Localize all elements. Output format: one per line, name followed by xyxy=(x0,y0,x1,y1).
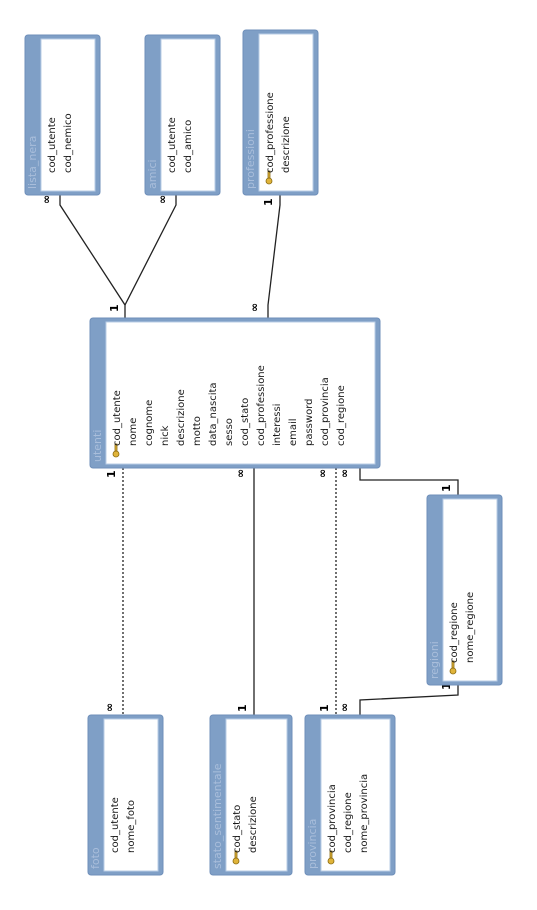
field-name: nome_foto xyxy=(126,800,137,853)
table-title: utenti xyxy=(91,430,104,462)
field-name: cod_provincia xyxy=(320,377,331,446)
field-list-panel xyxy=(320,718,391,872)
cardinality-many: ∞ xyxy=(316,469,329,478)
field-list-panel xyxy=(40,38,96,192)
field-name: descrizione xyxy=(176,389,187,446)
cardinality-one: 1 xyxy=(236,704,249,712)
relationship-line xyxy=(267,195,281,318)
field-name: motto xyxy=(192,416,203,446)
table-title: amici xyxy=(146,159,159,189)
relationship-regioni-utenti: 1∞ xyxy=(338,468,459,495)
field-name: cod_utente xyxy=(47,117,58,173)
relationship-line xyxy=(59,195,126,318)
table-title: provincia xyxy=(306,819,319,869)
relationship-stato-utenti: 1∞ xyxy=(234,468,255,715)
cardinality-one: 1 xyxy=(318,704,331,712)
table-title: regioni xyxy=(428,641,441,679)
field-name: nome xyxy=(128,418,139,446)
cardinality-many: ∞ xyxy=(40,195,53,204)
field-list-panel xyxy=(105,321,376,465)
field-name: cognome xyxy=(144,400,155,446)
field-name: nome_regione xyxy=(465,592,476,663)
field-name: password xyxy=(304,399,315,446)
field-name: cod_stato xyxy=(240,398,251,446)
field-list-panel xyxy=(103,718,159,872)
table-lista-nera[interactable]: lista_nera cod_utente cod_nemico xyxy=(24,34,101,196)
field-name: cod_utente xyxy=(112,390,123,446)
field-name: cod_nemico xyxy=(63,113,74,173)
primary-key-icon xyxy=(449,660,457,675)
primary-key-icon xyxy=(232,850,240,865)
field-list-panel xyxy=(160,38,216,192)
field-name: cod_utente xyxy=(110,797,121,853)
table-stato-sentimentale[interactable]: stato_sentimentale cod_stato descrizione xyxy=(209,714,293,876)
cardinality-one: 1 xyxy=(105,470,118,478)
field-list-panel xyxy=(442,498,498,682)
primary-key-icon xyxy=(265,170,273,185)
field-name: data_nascita xyxy=(208,382,219,446)
cardinality-many: ∞ xyxy=(234,469,247,478)
field-list-panel xyxy=(258,33,314,192)
table-regioni[interactable]: regioni cod_regione nome_regione xyxy=(426,494,503,686)
cardinality-many: ∞ xyxy=(338,469,351,478)
table-foto[interactable]: foto cod_utente nome_foto xyxy=(87,714,164,876)
field-name: cod_professione xyxy=(265,92,276,173)
field-list-panel xyxy=(225,718,288,872)
table-provincia[interactable]: provincia cod_provincia cod_regione nome_pr… xyxy=(304,714,396,876)
field-name: interessi xyxy=(272,404,283,446)
cardinality-one: 1 xyxy=(108,304,121,312)
field-name: cod_utente xyxy=(167,117,178,173)
field-name: sesso xyxy=(224,418,235,446)
field-name: cod_provincia xyxy=(327,784,338,853)
cardinality-many: ∞ xyxy=(156,195,169,204)
field-name: cod_professione xyxy=(256,365,267,446)
relationship-professioni-utenti: 1∞ xyxy=(248,195,281,318)
field-name: cod_regione xyxy=(343,792,354,853)
cardinality-many: ∞ xyxy=(338,703,351,712)
relationship-utenti-amici: ∞ xyxy=(124,195,177,306)
relationship-utenti-foto: 1∞ xyxy=(103,468,124,715)
field-name: nome_provincia xyxy=(359,774,370,853)
cardinality-one: 1 xyxy=(440,484,453,492)
field-name: cod_regione xyxy=(336,385,347,446)
cardinality-one: 1 xyxy=(440,682,453,690)
table-title: professioni xyxy=(244,129,257,189)
field-name: nick xyxy=(160,425,171,446)
field-name: descrizione xyxy=(248,796,259,853)
field-name: email xyxy=(288,418,299,446)
table-title: foto xyxy=(89,847,102,869)
cardinality-many: ∞ xyxy=(248,303,261,312)
relationship-lines: 1∞∞1∞1∞1∞1∞1∞1∞ xyxy=(40,195,459,715)
relationship-line xyxy=(359,468,459,495)
table-title: lista_nera xyxy=(26,136,39,189)
cardinality-one: 1 xyxy=(262,198,275,206)
relationship-line xyxy=(359,685,459,715)
table-amici[interactable]: amici cod_utente cod_amico xyxy=(144,34,221,196)
relationship-utenti-lista-nera: 1∞ xyxy=(40,195,126,318)
relationship-provincia-utenti: 1∞ xyxy=(316,468,337,715)
field-name: cod_amico xyxy=(183,120,194,173)
primary-key-icon xyxy=(327,850,335,865)
primary-key-icon xyxy=(112,443,120,458)
field-name: cod_stato xyxy=(232,805,243,853)
table-professioni[interactable]: professioni cod_professione descrizione xyxy=(242,29,319,196)
field-name: cod_regione xyxy=(449,602,460,663)
field-name: descrizione xyxy=(281,116,292,173)
cardinality-many: ∞ xyxy=(103,703,116,712)
relationship-line xyxy=(124,195,177,306)
relationship-regioni-provincia: 1∞ xyxy=(338,682,459,715)
table-title: stato_sentimentale xyxy=(211,763,224,869)
